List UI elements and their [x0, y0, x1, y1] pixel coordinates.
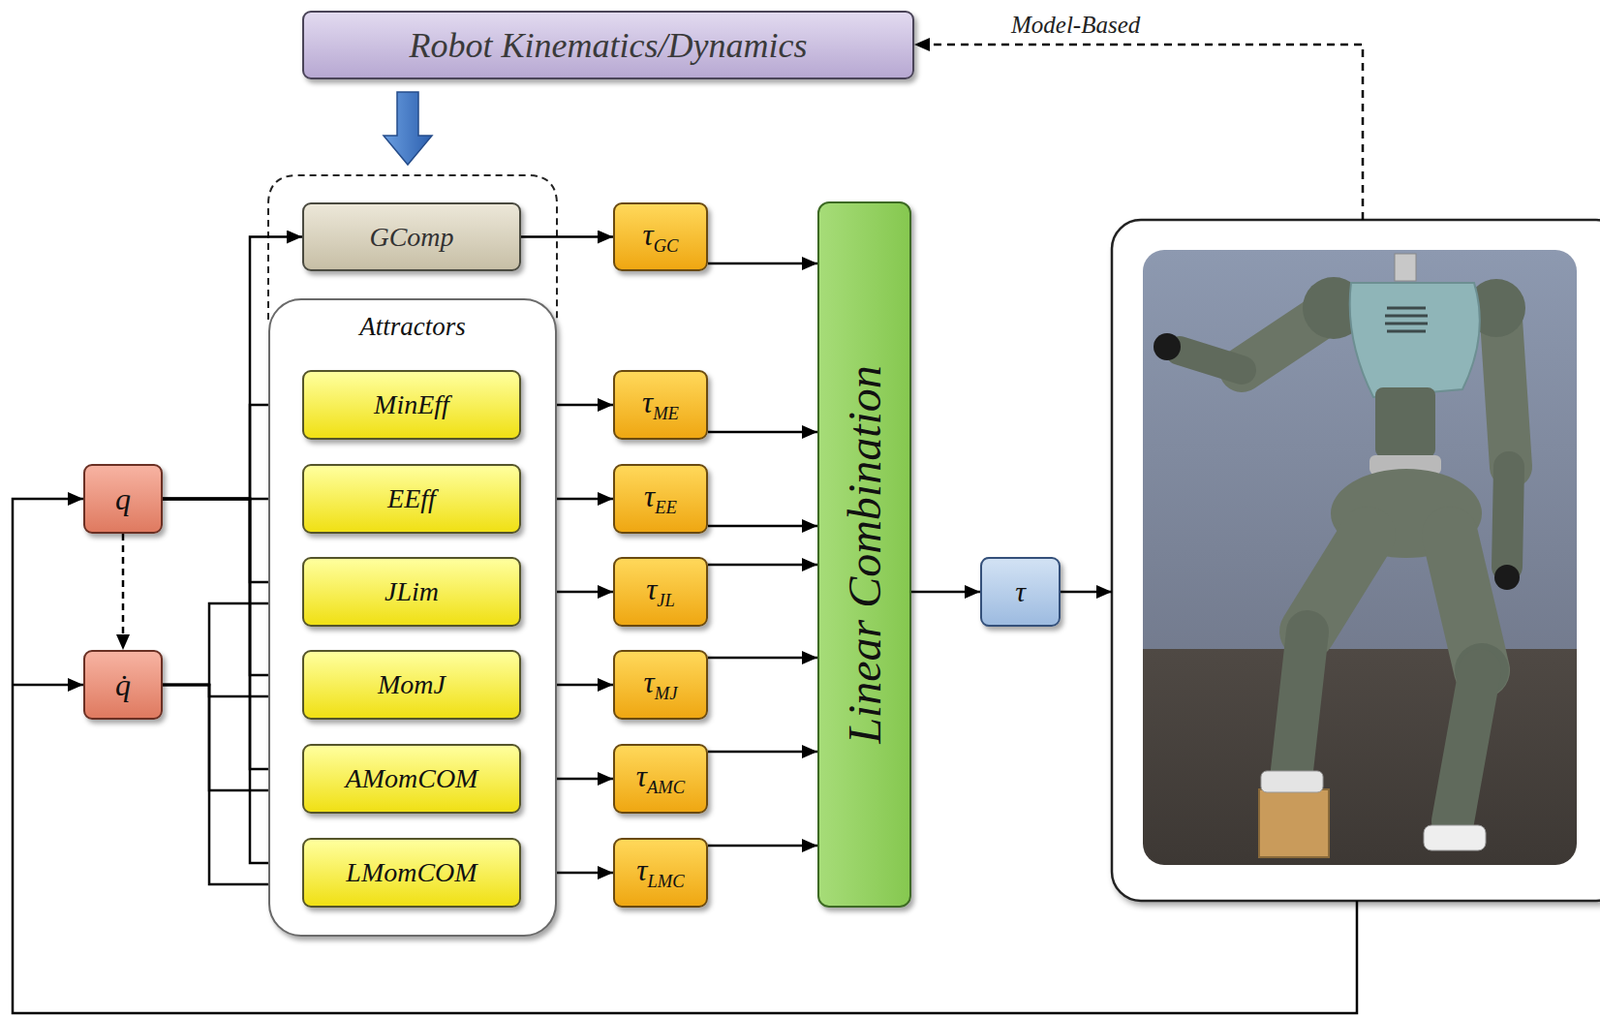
- symbol: τ: [644, 665, 655, 700]
- node-label: τGC: [643, 217, 679, 257]
- node-label: τMJ: [644, 665, 678, 705]
- robot-photo: [1142, 249, 1577, 865]
- node-label: MinEff: [373, 389, 450, 421]
- torque-box: τMJ: [613, 649, 708, 720]
- subscript: EE: [654, 496, 677, 518]
- torque-box: τLMC: [613, 837, 708, 908]
- group-heading: Attractors: [270, 311, 555, 342]
- torque-box: τME: [613, 369, 708, 440]
- attractor-box: JLim: [302, 556, 522, 627]
- combination-bar: Linear Combination: [817, 201, 912, 908]
- attractor-box: MinEff: [302, 369, 522, 440]
- line-label: Model-Based: [1007, 11, 1144, 39]
- node-label: Linear Combination: [837, 365, 892, 744]
- torque-box: τGC: [613, 202, 708, 272]
- node-label: τ: [1015, 575, 1026, 609]
- node-label: LMomCOM: [345, 857, 477, 889]
- output-wire: [1060, 590, 1112, 594]
- connector-arrow: [521, 235, 614, 239]
- node-label: EEff: [387, 483, 436, 515]
- node-label: q̇: [115, 667, 131, 704]
- symbol: τ: [642, 385, 653, 420]
- connector-arrow: [707, 430, 818, 434]
- node-label: AMomCOM: [345, 763, 479, 795]
- compensation-box: GComp: [302, 202, 522, 272]
- symbol: τ: [646, 572, 657, 607]
- symbol: τ: [636, 759, 647, 794]
- connector-arrow: [707, 524, 818, 528]
- subscript: LMC: [646, 870, 684, 892]
- node-label: τEE: [644, 479, 677, 519]
- connector-arrow: [707, 563, 818, 567]
- torque-output-box: τ: [980, 556, 1061, 627]
- torque-box: τAMC: [613, 743, 708, 814]
- node-label: Robot Kinematics/Dynamics: [409, 25, 808, 66]
- connector-arrow: [707, 262, 818, 266]
- connector-arrow: [707, 656, 818, 660]
- node-label: q: [115, 481, 131, 518]
- subscript: GC: [653, 234, 679, 255]
- model-box: Robot Kinematics/Dynamics: [302, 10, 915, 80]
- subscript: AMC: [646, 776, 685, 798]
- node-label: τLMC: [636, 853, 684, 893]
- symbol: τ: [644, 479, 655, 514]
- node-label: MomJ: [377, 669, 446, 701]
- connector-arrow: [911, 590, 981, 594]
- attractor-box: MomJ: [302, 649, 522, 720]
- node-label: τAMC: [636, 759, 685, 799]
- model-feedback-line: [914, 44, 1363, 220]
- subscript: JL: [656, 589, 676, 611]
- state-feedback-line: [12, 683, 84, 687]
- node-label: JLim: [384, 576, 439, 608]
- connector-arrow: [707, 844, 818, 848]
- attractor-group: AttractorsMinEffEEffJLimMomJ AMomCOM LMomC…: [268, 298, 557, 937]
- connector-arrow: [122, 533, 125, 650]
- attractor-box: LMomCOM: [302, 837, 522, 908]
- node-label: GComp: [369, 221, 454, 253]
- node-label: τME: [642, 385, 679, 425]
- attractor-box: EEff: [302, 463, 522, 534]
- attractor-box: AMomCOM: [302, 743, 522, 814]
- state-feedback-line: [12, 498, 1357, 1014]
- state-box: q̇: [83, 649, 163, 720]
- symbol: τ: [636, 853, 647, 888]
- subscript: ME: [652, 402, 679, 424]
- connector-arrow: [707, 750, 818, 754]
- subscript: MJ: [654, 682, 678, 704]
- torque-box: τJL: [613, 556, 708, 627]
- state-box: q: [83, 463, 163, 534]
- node-label: τJL: [646, 572, 676, 612]
- torque-box: τEE: [613, 463, 708, 534]
- robot-frame: [1111, 219, 1600, 901]
- block-arrow: [383, 92, 432, 165]
- symbol: τ: [643, 217, 654, 252]
